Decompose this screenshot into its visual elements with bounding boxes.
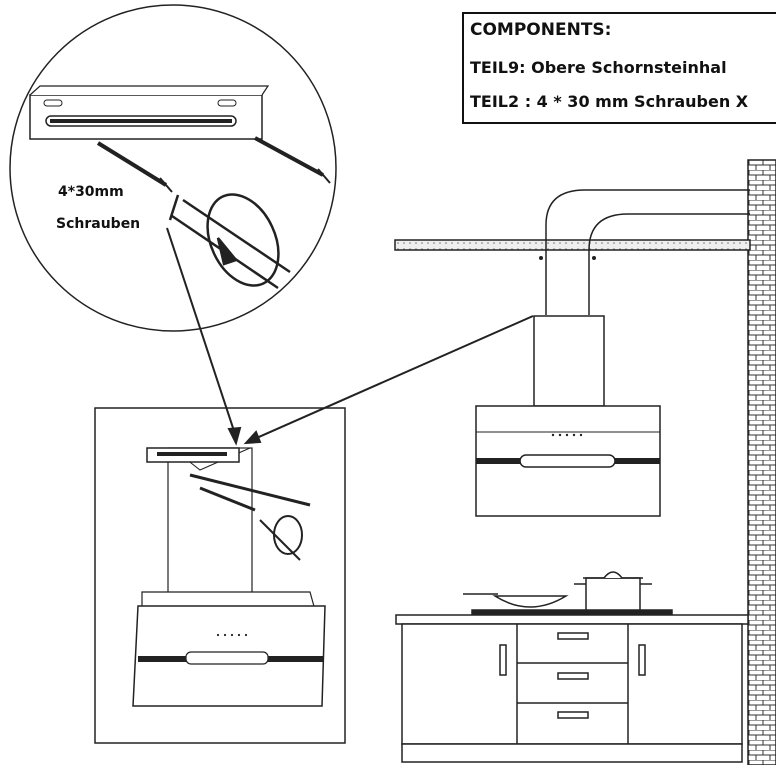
screw-size-label: 4*30mm [58, 184, 124, 200]
ceiling-slab [394, 239, 751, 251]
screw-right-icon [254, 136, 331, 184]
screwdriver-icon [168, 193, 291, 290]
detail-magnifier [9, 4, 337, 332]
mounting-bracket-closeup [29, 85, 270, 140]
components-box [462, 12, 776, 124]
small-screwdriver-icon [259, 515, 303, 561]
exhaust-duct [545, 189, 750, 315]
brick-wall [747, 159, 776, 765]
pointer-lines [166, 227, 534, 446]
cooking-pot [585, 577, 641, 611]
screw-left-icon [96, 141, 173, 193]
part-teil9-label: TEIL9: Obere Schornsteinhal [470, 58, 727, 77]
kitchen-cabinet [395, 614, 749, 763]
components-title: COMPONENTS: [470, 20, 612, 40]
cooktop [463, 571, 673, 616]
range-hood-main [475, 405, 661, 517]
part-teil2-label: TEIL2 : 4 * 30 mm Schrauben X [470, 92, 749, 111]
screw-name-label: Schrauben [56, 216, 141, 232]
hood-control-dots [551, 433, 583, 437]
small-hood-drawing [132, 447, 326, 707]
hood-chimney [533, 315, 605, 407]
